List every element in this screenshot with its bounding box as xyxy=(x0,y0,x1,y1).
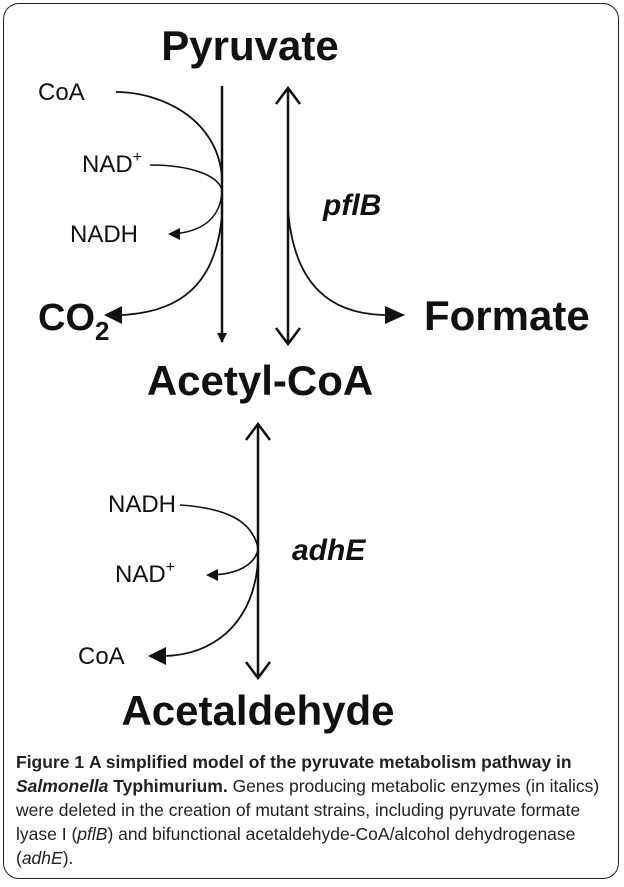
figure-caption: Figure 1 A simplified model of the pyruv… xyxy=(16,750,612,870)
nadh-out-curve xyxy=(171,191,223,235)
co2-arrowhead xyxy=(104,306,122,324)
nad-bottom-main: NAD xyxy=(115,561,166,588)
coa-top-label: CoA xyxy=(38,79,85,106)
co2-out-curve xyxy=(121,214,223,316)
coa-bottom-label: CoA xyxy=(78,643,125,670)
caption-title-part2: Typhimurium. xyxy=(113,776,228,796)
pyruvate-label: Pyruvate xyxy=(161,22,338,69)
adhe-gene-label: adhE xyxy=(292,534,366,567)
caption-label: Figure 1 xyxy=(16,752,85,772)
nad-top-label: NAD+ xyxy=(82,149,142,178)
figure-frame xyxy=(3,3,619,879)
coa-bottom-arrowhead xyxy=(148,647,166,665)
nad-bottom-sup: + xyxy=(166,559,175,576)
co2-main: CO xyxy=(38,297,95,339)
nadh-in-curve xyxy=(179,504,259,549)
acetyl-coa-label: Acetyl-CoA xyxy=(147,357,373,404)
nadh-arrowhead xyxy=(168,228,180,240)
co2-subscript: 2 xyxy=(95,316,109,346)
caption-organism: Salmonella xyxy=(16,776,109,796)
caption-body-3: ). xyxy=(62,848,74,868)
nad-bottom-label: NAD+ xyxy=(115,559,175,588)
nad-top-main: NAD xyxy=(82,151,133,178)
formate-label: Formate xyxy=(424,292,590,339)
caption-body-2: ) and bifunctional acetaldehyde-CoA/alco… xyxy=(16,824,576,868)
nad-bottom-arrowhead xyxy=(206,569,218,581)
coa-out-curve xyxy=(163,559,259,657)
pathway-diagram: Pyruvate Acetyl-CoA Acetaldehyde Formate… xyxy=(38,22,590,734)
caption-body-1: Genes producing metabolic enzymes (in it… xyxy=(16,776,600,844)
nadh-bottom-label: NADH xyxy=(108,491,176,518)
nad-in-curve xyxy=(149,164,223,191)
nadh-top-label: NADH xyxy=(70,221,138,248)
nad-top-sup: + xyxy=(133,149,142,166)
caption-title: A simplified model of the pyruvate metab… xyxy=(16,752,572,796)
nad-out-curve xyxy=(211,549,259,576)
acetaldehyde-label: Acetaldehyde xyxy=(121,687,394,734)
formate-out-curve xyxy=(287,209,386,316)
caption-gene-adhe: adhE xyxy=(21,848,63,868)
pflb-gene-label: pflB xyxy=(322,189,381,222)
caption-title-part1: A simplified model of the pyruvate metab… xyxy=(88,752,572,772)
formate-arrowhead xyxy=(385,306,405,324)
co2-label: CO2 xyxy=(38,297,109,346)
caption-gene-pflb: pflB xyxy=(77,824,108,844)
coa-in-curve xyxy=(115,91,223,179)
